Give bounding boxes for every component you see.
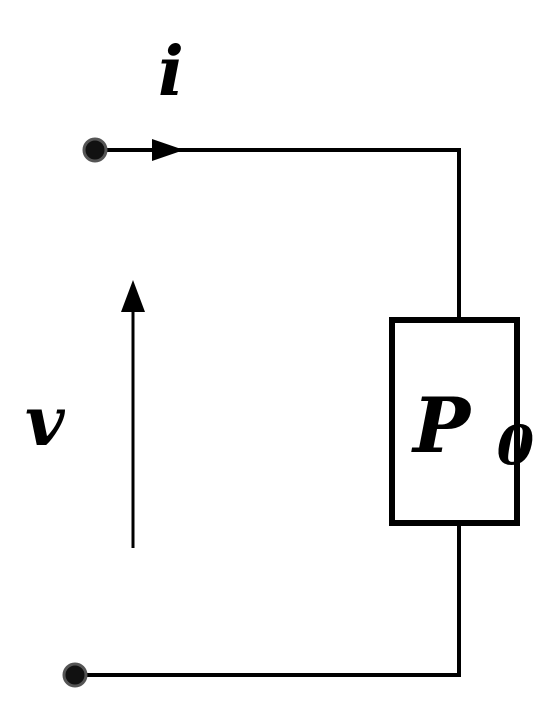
element-label-subscript: 0 <box>497 413 535 477</box>
voltage-arrow-icon <box>121 280 145 312</box>
current-arrow-icon <box>152 139 184 161</box>
element-box <box>389 317 520 526</box>
voltage-label: v <box>25 382 66 462</box>
current-label: i <box>158 32 184 112</box>
element-label-main: P <box>411 381 472 470</box>
bottom-terminal <box>62 662 88 688</box>
top-terminal <box>82 137 108 163</box>
element-label: P 0 <box>411 381 534 477</box>
